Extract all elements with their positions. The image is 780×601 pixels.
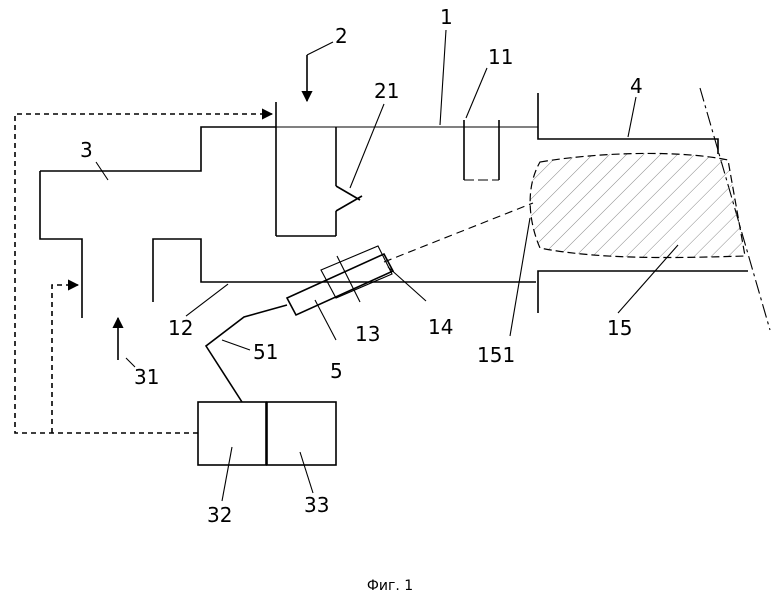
- label-5: 5: [330, 359, 343, 383]
- label-151: 151: [477, 343, 515, 367]
- charge-15: [530, 153, 745, 257]
- figure-caption: Фиг. 1: [0, 578, 780, 594]
- label-15: 15: [607, 316, 632, 340]
- label-3: 3: [80, 138, 93, 162]
- label-32: 32: [207, 503, 232, 527]
- label-11: 11: [488, 45, 513, 69]
- sensor-5: [287, 246, 393, 315]
- element-11: [464, 120, 499, 180]
- label-14: 14: [428, 315, 453, 339]
- label-33: 33: [304, 493, 329, 517]
- label-31: 31: [134, 365, 159, 389]
- label-13: 13: [355, 322, 380, 346]
- measurement-beam: [384, 203, 533, 262]
- label-2: 2: [335, 24, 348, 48]
- label-21: 21: [374, 79, 399, 103]
- label-4: 4: [630, 74, 643, 98]
- label-51: 51: [253, 340, 278, 364]
- valve-21: [336, 186, 360, 200]
- label-12: 12: [168, 316, 193, 340]
- inlet-duct: [276, 102, 362, 236]
- label-1: 1: [440, 5, 453, 29]
- control-unit-32: [198, 402, 266, 465]
